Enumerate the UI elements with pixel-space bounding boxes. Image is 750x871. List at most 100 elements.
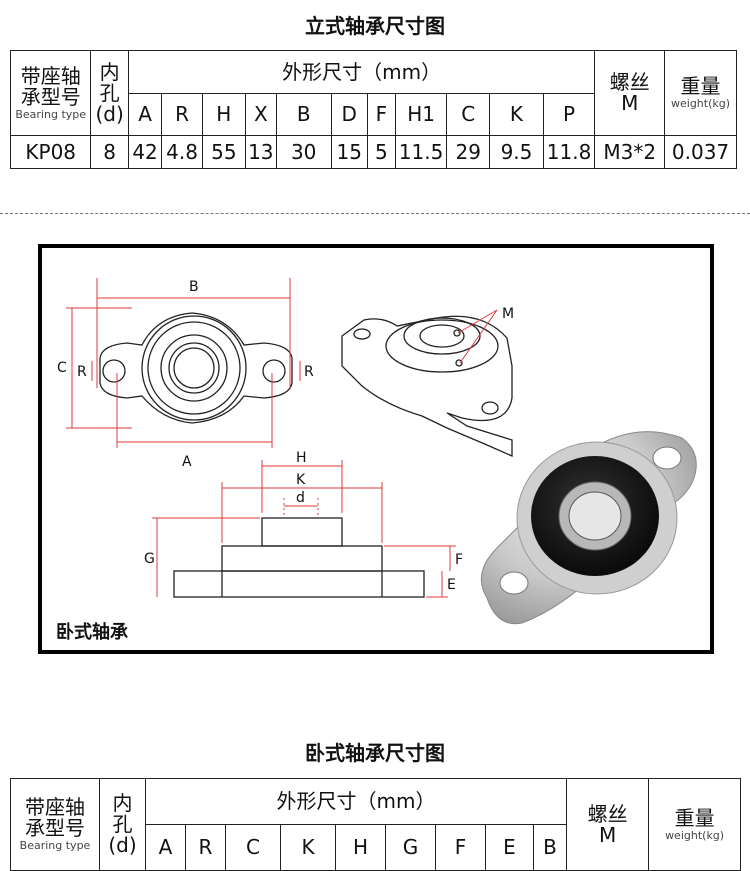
- col-header: B: [532, 824, 568, 871]
- top-view: [99, 312, 293, 424]
- cell-value: 5: [366, 135, 396, 169]
- section-divider: [0, 213, 750, 214]
- isometric-view: [341, 315, 513, 457]
- cell-value: 30: [275, 135, 332, 169]
- header-bore: 内 孔 (d): [99, 778, 146, 871]
- header-model-line2: 承型号: [20, 84, 81, 109]
- vertical-table-title: 立式轴承尺寸图: [305, 14, 445, 38]
- left-mount-hole: [102, 359, 126, 383]
- header-bore: 内 孔 (d): [90, 50, 129, 136]
- cell-weight: 0.037: [664, 135, 737, 169]
- header-dimensions: 外形尺寸（mm）: [127, 50, 596, 94]
- col-header: P: [542, 93, 596, 136]
- label-b: B: [189, 279, 199, 295]
- horizontal-table-title: 卧式轴承尺寸图: [305, 741, 445, 765]
- header-model: 带座轴 承型号 Bearing type: [10, 778, 100, 871]
- top-view-dimensions: [66, 278, 301, 448]
- header-weight-en: weight(kg): [671, 97, 731, 111]
- header-model: 带座轴 承型号 Bearing type: [9, 50, 92, 136]
- col-header: C: [225, 824, 281, 871]
- col-header: K: [489, 93, 544, 136]
- bearing-photo-illustration: [480, 431, 697, 625]
- cell-value: 4.8: [161, 135, 203, 169]
- header-screw-line1: 螺丝: [587, 801, 628, 826]
- table-row: KP08 8 42 4.8 55 13 30 15 5 11.5 29 9.5 …: [9, 135, 737, 169]
- label-g: G: [144, 551, 155, 567]
- header-model-line1: 带座轴: [25, 795, 85, 820]
- header-weight-cn: 重量: [674, 805, 715, 830]
- cell-value: 15: [330, 135, 368, 169]
- label-m: M: [502, 306, 514, 322]
- label-k: K: [296, 472, 306, 488]
- horizontal-spec-table: 带座轴 承型号 Bearing type 内 孔 (d) 外形尺寸（mm） 螺丝…: [10, 778, 742, 871]
- header-weight-en: weight(kg): [665, 828, 725, 842]
- side-view-labels: H K d G F E: [144, 450, 463, 593]
- label-a: A: [182, 454, 192, 470]
- header-bore-line3: (d): [108, 833, 137, 857]
- header-bore-line2: 孔: [112, 812, 133, 836]
- col-header: E: [485, 824, 534, 871]
- header-weight: 重量 weight(kg): [664, 50, 737, 136]
- cell-value: 11.5: [394, 135, 448, 169]
- label-r-left: R: [77, 364, 87, 380]
- cell-value: 29: [446, 135, 491, 169]
- cell-model: KP08: [9, 135, 92, 169]
- cell-value: 11.8: [542, 135, 596, 169]
- technical-drawing: B C R R A M: [57, 278, 697, 625]
- drawing-label: 卧式轴承: [56, 622, 128, 643]
- col-header: H: [335, 824, 386, 871]
- col-header: G: [385, 824, 436, 871]
- header-weight: 重量 weight(kg): [648, 778, 742, 871]
- vertical-spec-table: 带座轴 承型号 Bearing type 内 孔 (d) 外形尺寸（mm） 螺丝…: [9, 50, 737, 169]
- side-view: [173, 517, 425, 598]
- label-d: d: [296, 490, 305, 506]
- cell-value: 13: [244, 135, 277, 169]
- header-screw-line2: M: [621, 91, 639, 115]
- iso-outline: [341, 315, 513, 457]
- col-header: A: [145, 824, 186, 871]
- label-h: H: [296, 450, 307, 466]
- cell-value: 55: [201, 135, 246, 169]
- cell-value: 42: [127, 135, 163, 169]
- col-header: F: [435, 824, 486, 871]
- header-model-en: Bearing type: [15, 107, 87, 121]
- label-r-right: R: [304, 364, 314, 380]
- header-weight-cn: 重量: [680, 74, 721, 99]
- col-header: R: [185, 824, 226, 871]
- header-bore-line1: 内: [112, 791, 133, 815]
- iso-m-leader: [457, 309, 498, 364]
- header-screw: 螺丝 M: [566, 778, 650, 871]
- col-header: H1: [394, 93, 448, 136]
- col-header: R: [161, 93, 203, 136]
- col-header: K: [280, 824, 336, 871]
- col-header: D: [330, 93, 368, 136]
- flange-outline: [99, 312, 293, 424]
- right-mount-hole: [262, 359, 286, 383]
- col-header: X: [244, 93, 277, 136]
- cell-bore: 8: [90, 135, 129, 169]
- side-body: [221, 545, 383, 572]
- header-bore-line3: (d): [95, 101, 124, 126]
- header-model-en: Bearing type: [19, 839, 91, 853]
- side-view-dimensions: [152, 460, 456, 598]
- col-header: B: [275, 93, 332, 136]
- cell-value: 9.5: [489, 135, 544, 169]
- drawing-frame: B C R R A M: [38, 244, 714, 654]
- header-model-line2: 承型号: [25, 816, 85, 841]
- label-f: F: [455, 552, 463, 568]
- header-screw-line1: 螺丝: [609, 70, 650, 94]
- cell-screw: M3*2: [594, 135, 666, 169]
- header-dimensions: 外形尺寸（mm）: [144, 778, 568, 825]
- side-base: [173, 570, 425, 598]
- label-e: E: [447, 577, 456, 593]
- header-screw: 螺丝 M: [594, 50, 666, 136]
- header-screw-line2: M: [598, 822, 617, 847]
- col-header: C: [446, 93, 491, 136]
- side-boss: [261, 517, 343, 547]
- top-view-labels: B C R R A: [57, 279, 314, 470]
- header-bore-line2: 孔: [99, 80, 120, 105]
- col-header: F: [366, 93, 396, 136]
- header-model-line1: 带座轴: [20, 63, 81, 88]
- col-header: A: [127, 93, 163, 136]
- col-header: H: [201, 93, 246, 136]
